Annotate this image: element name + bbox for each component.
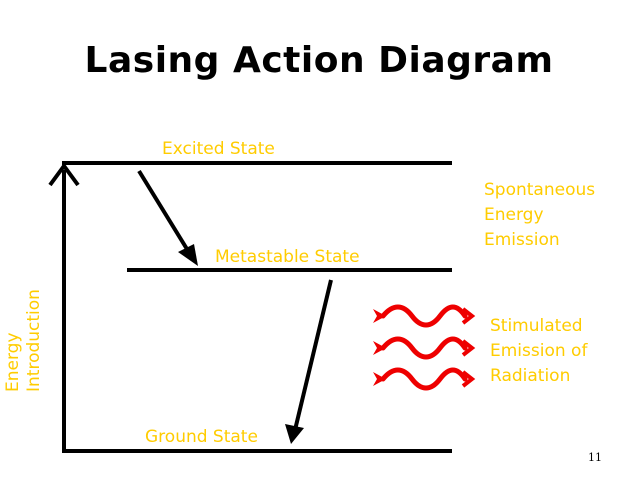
- energy-axis-arrowhead: [48, 162, 80, 187]
- energy-axis-line1: Energy: [3, 332, 23, 392]
- emission-arrow-head: [285, 424, 304, 444]
- stimulated-line1: Stimulated: [490, 316, 583, 336]
- photon-wave-3: [373, 367, 476, 391]
- decay-arrow-shaft: [137, 169, 192, 256]
- metastable-state-label: Metastable State: [215, 247, 360, 267]
- slide-title: Lasing Action Diagram: [84, 40, 554, 81]
- spontaneous-emission-label: Spontaneous Energy Emission: [484, 178, 595, 253]
- emission-arrow-shaft: [293, 279, 333, 431]
- energy-axis-line2: Introduction: [24, 289, 44, 392]
- spontaneous-line3: Emission: [484, 230, 560, 250]
- energy-introduction-label: Energy Introduction: [3, 289, 45, 392]
- stimulated-emission-label: Stimulated Emission of Radiation: [490, 314, 587, 389]
- photon-wave-2: [373, 336, 476, 360]
- excited-state-label: Excited State: [162, 139, 275, 159]
- page-number: 11: [588, 451, 602, 464]
- spontaneous-line2: Energy: [484, 205, 544, 225]
- spontaneous-line1: Spontaneous: [484, 180, 596, 200]
- stimulated-line2: Emission of: [490, 341, 588, 361]
- ground-state-label: Ground State: [145, 427, 258, 447]
- decay-arrow-head: [178, 244, 198, 266]
- photon-wave-1: [373, 304, 476, 328]
- stimulated-line3: Radiation: [490, 366, 571, 386]
